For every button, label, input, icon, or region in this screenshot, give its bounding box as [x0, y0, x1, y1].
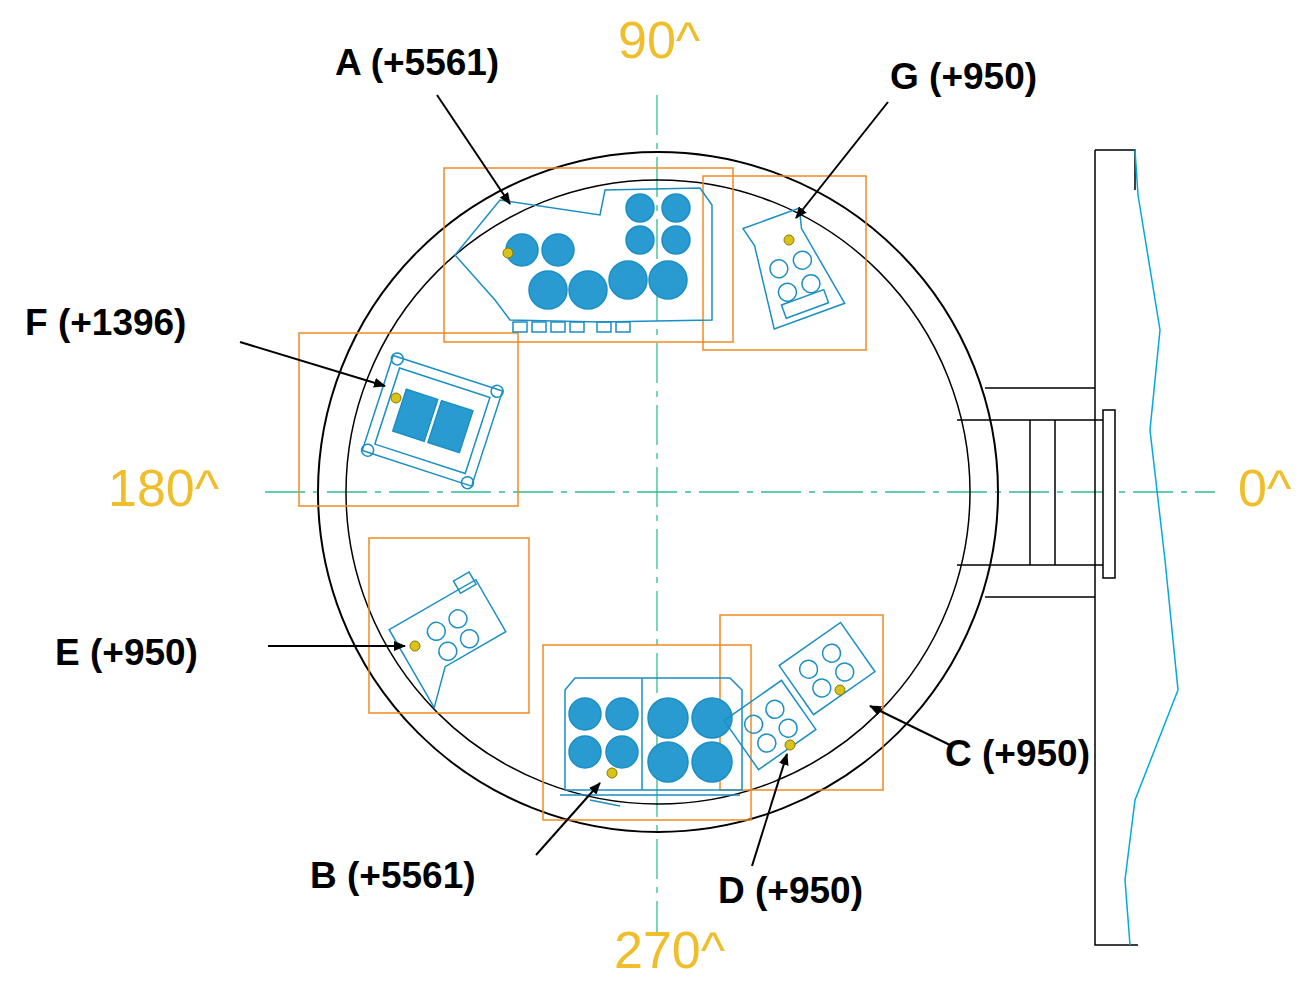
callout-label: B (+5561): [310, 857, 476, 894]
nozzle: [957, 150, 1138, 945]
equipment: [455, 188, 712, 332]
centerline: [265, 95, 1215, 935]
marker-dot: [391, 235, 845, 778]
vessel-inner: [346, 180, 970, 804]
equipment: [560, 678, 742, 806]
callout-label: D (+950): [718, 872, 863, 909]
equipment: [384, 571, 521, 708]
angle-label: 270^: [614, 924, 725, 976]
vessel-shell: [318, 152, 998, 832]
angle-label: 0^: [1238, 462, 1291, 514]
equipment: [738, 205, 844, 329]
callout-label: F (+1396): [25, 304, 186, 341]
callout-label: A (+5561): [335, 44, 499, 81]
angle-label: 180^: [108, 462, 219, 514]
break-line: [1125, 150, 1178, 945]
equipment: [724, 622, 875, 769]
callout-label: C (+950): [945, 735, 1090, 772]
leader-arrow: [240, 95, 950, 866]
equipment: [360, 351, 505, 490]
callout-label: E (+950): [55, 634, 198, 671]
angle-label: 90^: [618, 14, 700, 66]
callout-label: G (+950): [890, 58, 1037, 95]
zone-box: [299, 168, 883, 820]
